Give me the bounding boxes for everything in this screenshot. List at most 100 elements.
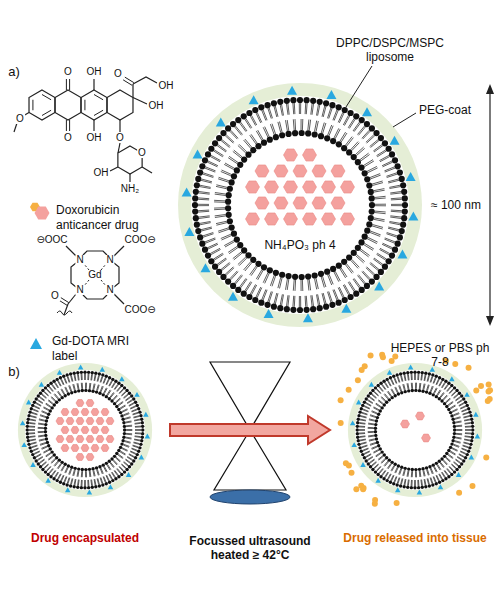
aromatic-bond	[94, 95, 103, 100]
lipid-head	[120, 414, 123, 417]
doxorubicin-hexagon	[56, 418, 64, 425]
bond	[83, 251, 107, 255]
doxorubicin-hexagon	[265, 181, 279, 193]
lipid-head	[199, 241, 205, 247]
lipid-head	[421, 486, 424, 489]
lipid-head	[410, 486, 413, 489]
lipid-head	[356, 425, 359, 428]
lipid-head	[355, 245, 361, 251]
lipid-head	[83, 486, 86, 489]
lipid-head	[241, 113, 247, 119]
lipid-head	[413, 486, 416, 489]
carbonyl-bond	[123, 80, 132, 86]
bond	[142, 167, 152, 173]
lipid-head	[379, 447, 382, 450]
lipid-head	[356, 421, 359, 424]
lipid-head	[374, 386, 377, 389]
lipid-head	[438, 376, 441, 379]
lipid-head	[402, 485, 405, 488]
atom-label: N	[105, 255, 114, 265]
liposome-released: Drug released into tissue	[330, 363, 500, 546]
lipid-head	[395, 241, 401, 247]
lipid-head	[390, 461, 393, 464]
lipid-head	[101, 373, 104, 376]
lipid-head	[138, 410, 141, 413]
lipid-head	[453, 386, 456, 389]
released-drug-dot	[478, 383, 484, 389]
lipid-head	[451, 439, 454, 442]
doxorubicin-hexagon	[331, 197, 345, 209]
atom-label: N	[75, 255, 84, 265]
lipid-head	[356, 432, 359, 435]
lipid-head	[336, 141, 342, 147]
carbonyl-bond	[69, 120, 70, 131]
lipid-head	[351, 250, 357, 256]
lipid-head	[425, 390, 428, 393]
lipid-head	[358, 446, 361, 449]
annotation-label: DPPC/DSPC/MSPC liposome	[330, 36, 450, 65]
lipid-head	[303, 97, 309, 103]
gd-dota-triangle	[78, 364, 84, 369]
lipid-head	[120, 384, 123, 387]
atom-label: O	[63, 133, 73, 143]
lipid-head	[435, 462, 438, 465]
lipid-head	[30, 407, 33, 410]
gd-dota-triangle	[30, 462, 36, 467]
lipid-head	[234, 236, 240, 242]
lipid-head	[69, 372, 72, 375]
lipid-head	[383, 403, 386, 406]
lipid-head	[226, 192, 232, 198]
lipid-head	[285, 273, 291, 279]
lipid-head	[376, 416, 379, 419]
doxorubicin-structure	[14, 77, 157, 182]
lipid-head	[46, 473, 49, 476]
released-drug-dot	[349, 470, 355, 476]
lipid-head	[453, 428, 456, 431]
released-drug-dot	[456, 490, 462, 496]
lipid-head	[83, 371, 86, 374]
lipid-head	[250, 257, 256, 263]
doxorubicin-hexagon	[284, 213, 298, 225]
gd-dota-triangle	[184, 227, 194, 236]
lipid-head	[91, 390, 94, 393]
lipid-head	[400, 222, 406, 228]
lipid-head	[195, 176, 201, 182]
lipid-head	[379, 382, 382, 385]
lipid-head	[284, 306, 290, 312]
lipid-head	[241, 291, 247, 297]
lipid-head	[28, 410, 31, 413]
lipid-head	[375, 419, 378, 422]
lipid-head	[374, 434, 377, 437]
doxorubicin-hexagon	[401, 420, 410, 428]
lipid-head	[229, 179, 235, 185]
gd-dota-triangle	[360, 462, 366, 467]
atom-label: OH	[86, 67, 103, 77]
lipid-head	[368, 189, 374, 195]
gd-dota-triangle	[417, 490, 423, 495]
bond	[129, 174, 130, 182]
peg-coat	[178, 83, 422, 327]
lipid-head	[98, 484, 101, 487]
doxorubicin-hexagon	[96, 418, 104, 425]
lipid-head	[241, 247, 247, 253]
lipid-head	[63, 463, 66, 466]
lipid-head	[279, 132, 285, 138]
lipid-head	[470, 439, 473, 442]
lipid-head	[374, 430, 377, 433]
lipid-head	[117, 382, 120, 385]
lipid-head	[431, 483, 434, 486]
coordination-bond	[84, 280, 89, 286]
lipid-head	[450, 442, 453, 445]
lipid-head	[355, 159, 361, 165]
gd-dota-triangle	[449, 376, 455, 381]
peg-coat	[18, 363, 152, 497]
node-text: Drug released into tissue	[333, 531, 498, 546]
lipid-head	[428, 372, 431, 375]
gd-dota-triangle	[249, 95, 259, 104]
gd-dota-triangle	[20, 420, 26, 425]
lipid-head	[364, 228, 370, 234]
gd-dota-triangle	[464, 392, 470, 397]
lipid-head	[428, 465, 431, 468]
lipid-head	[121, 418, 124, 421]
lipid-head	[141, 432, 144, 435]
